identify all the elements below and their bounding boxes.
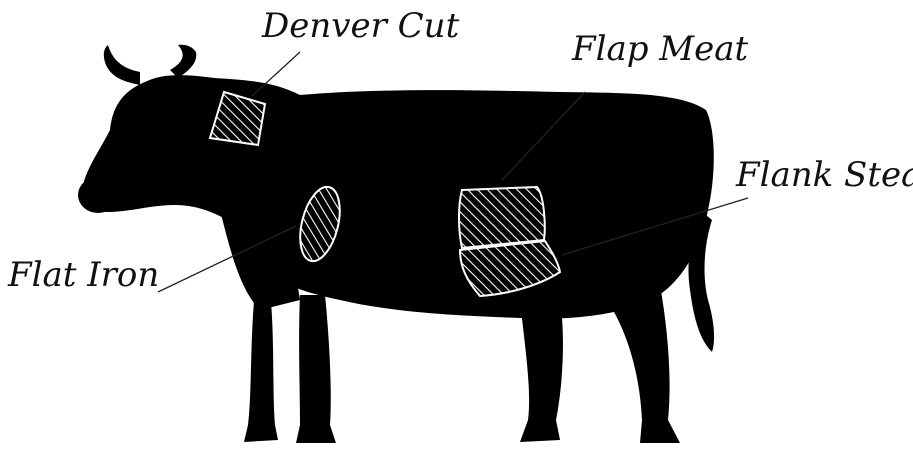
flap-meat-region: [459, 187, 545, 248]
flap-meat-label: Flap Meat: [571, 29, 749, 69]
flat-iron-label: Flat Iron: [7, 255, 159, 295]
denver-cut-label: Denver Cut: [261, 6, 460, 46]
cow-silhouette: [78, 45, 714, 443]
flank-steak-label: Flank Steak: [735, 155, 913, 195]
